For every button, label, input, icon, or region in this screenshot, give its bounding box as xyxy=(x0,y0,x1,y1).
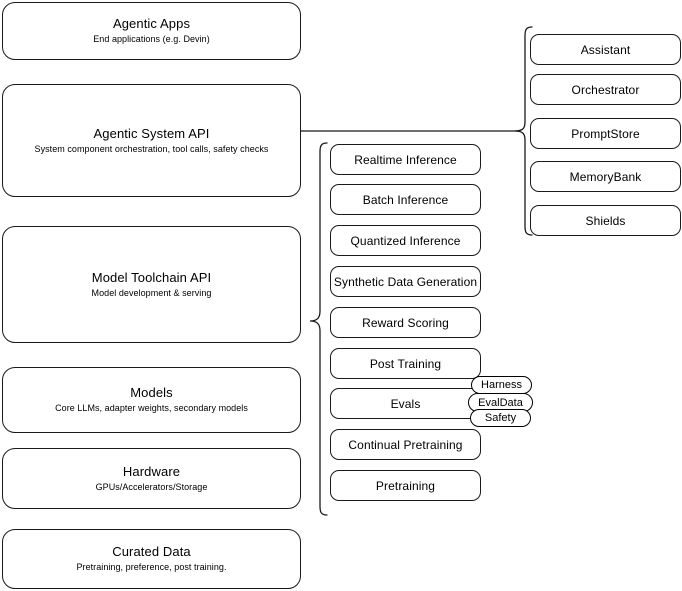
layer-box-agentic-system-api[interactable]: Agentic System API System component orch… xyxy=(2,84,301,197)
eval-pill-safety[interactable]: Safety xyxy=(470,409,531,427)
layer-subtitle: Model development & serving xyxy=(91,287,212,298)
toolchain-label: Realtime Inference xyxy=(354,152,457,167)
component-label: Shields xyxy=(585,213,626,228)
toolchain-label: Post Training xyxy=(369,356,442,371)
layer-title: Agentic Apps xyxy=(112,16,191,31)
layer-box-agentic-apps[interactable]: Agentic Apps End applications (e.g. Devi… xyxy=(2,2,301,60)
component-box-orchestrator[interactable]: Orchestrator xyxy=(530,74,681,105)
component-box-memorybank[interactable]: MemoryBank xyxy=(530,161,681,192)
component-box-assistant[interactable]: Assistant xyxy=(530,34,681,65)
layer-subtitle: Pretraining, preference, post training. xyxy=(76,562,227,572)
toolchain-box-synthetic-data-generation[interactable]: Synthetic Data Generation xyxy=(330,266,481,297)
toolchain-label: Reward Scoring xyxy=(362,315,449,330)
layer-subtitle: GPUs/Accelerators/Storage xyxy=(95,481,208,492)
component-label: Assistant xyxy=(580,42,631,57)
component-label: Orchestrator xyxy=(571,82,640,97)
toolchain-box-continual-pretraining[interactable]: Continual Pretraining xyxy=(330,429,481,460)
toolchain-box-batch-inference[interactable]: Batch Inference xyxy=(330,184,481,215)
component-box-promptstore[interactable]: PromptStore xyxy=(530,118,681,149)
eval-pill-label: Harness xyxy=(481,379,522,391)
toolchain-box-evals[interactable]: Evals xyxy=(330,388,481,419)
toolchain-box-reward-scoring[interactable]: Reward Scoring xyxy=(330,307,481,338)
component-label: PromptStore xyxy=(571,126,640,141)
toolchain-label: Batch Inference xyxy=(362,192,449,207)
toolchain-label: Continual Pretraining xyxy=(348,437,463,452)
layer-title: Agentic System API xyxy=(93,125,210,141)
layer-box-hardware[interactable]: Hardware GPUs/Accelerators/Storage xyxy=(2,448,301,509)
brace-toolchain-components xyxy=(302,140,328,520)
eval-pill-harness[interactable]: Harness xyxy=(471,376,532,394)
brace-system-components xyxy=(512,24,534,244)
toolchain-label: Pretraining xyxy=(375,478,436,493)
toolchain-label: Quantized Inference xyxy=(350,233,461,248)
layer-box-curated-data[interactable]: Curated Data Pretraining, preference, po… xyxy=(2,529,301,589)
eval-pill-label: Safety xyxy=(484,412,517,424)
layer-subtitle: End applications (e.g. Devin) xyxy=(93,34,210,44)
toolchain-label: Evals xyxy=(390,396,421,411)
layer-title: Curated Data xyxy=(112,544,191,559)
toolchain-box-realtime-inference[interactable]: Realtime Inference xyxy=(330,144,481,175)
layer-title: Model Toolchain API xyxy=(91,269,212,285)
toolchain-box-quantized-inference[interactable]: Quantized Inference xyxy=(330,225,481,256)
connector-system-api-to-components xyxy=(300,124,522,138)
layer-box-model-toolchain-api[interactable]: Model Toolchain API Model development & … xyxy=(2,226,301,343)
component-label: MemoryBank xyxy=(569,169,642,184)
layer-subtitle: System component orchestration, tool cal… xyxy=(34,143,269,154)
layer-title: Models xyxy=(130,385,173,400)
eval-pill-label: EvalData xyxy=(478,396,523,409)
toolchain-box-pretraining[interactable]: Pretraining xyxy=(330,470,481,501)
layer-subtitle: Core LLMs, adapter weights, secondary mo… xyxy=(55,403,248,413)
toolchain-box-post-training[interactable]: Post Training xyxy=(330,348,481,379)
component-box-shields[interactable]: Shields xyxy=(530,205,681,236)
layer-title: Hardware xyxy=(122,463,181,479)
layer-box-models[interactable]: Models Core LLMs, adapter weights, secon… xyxy=(2,367,301,433)
toolchain-label: Synthetic Data Generation xyxy=(333,274,478,289)
